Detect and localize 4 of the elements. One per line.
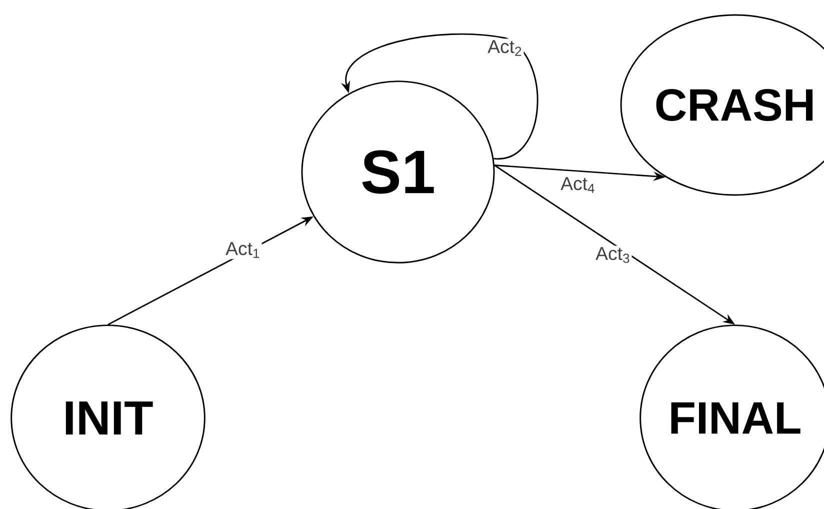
edge-label: Act$_{1}$ — [224, 240, 262, 260]
edge-label: Act$_{2}$ — [486, 38, 524, 58]
edge-label: Act$_{3}$ — [594, 246, 632, 264]
edge-label: Act$_{4}$ — [559, 176, 597, 194]
